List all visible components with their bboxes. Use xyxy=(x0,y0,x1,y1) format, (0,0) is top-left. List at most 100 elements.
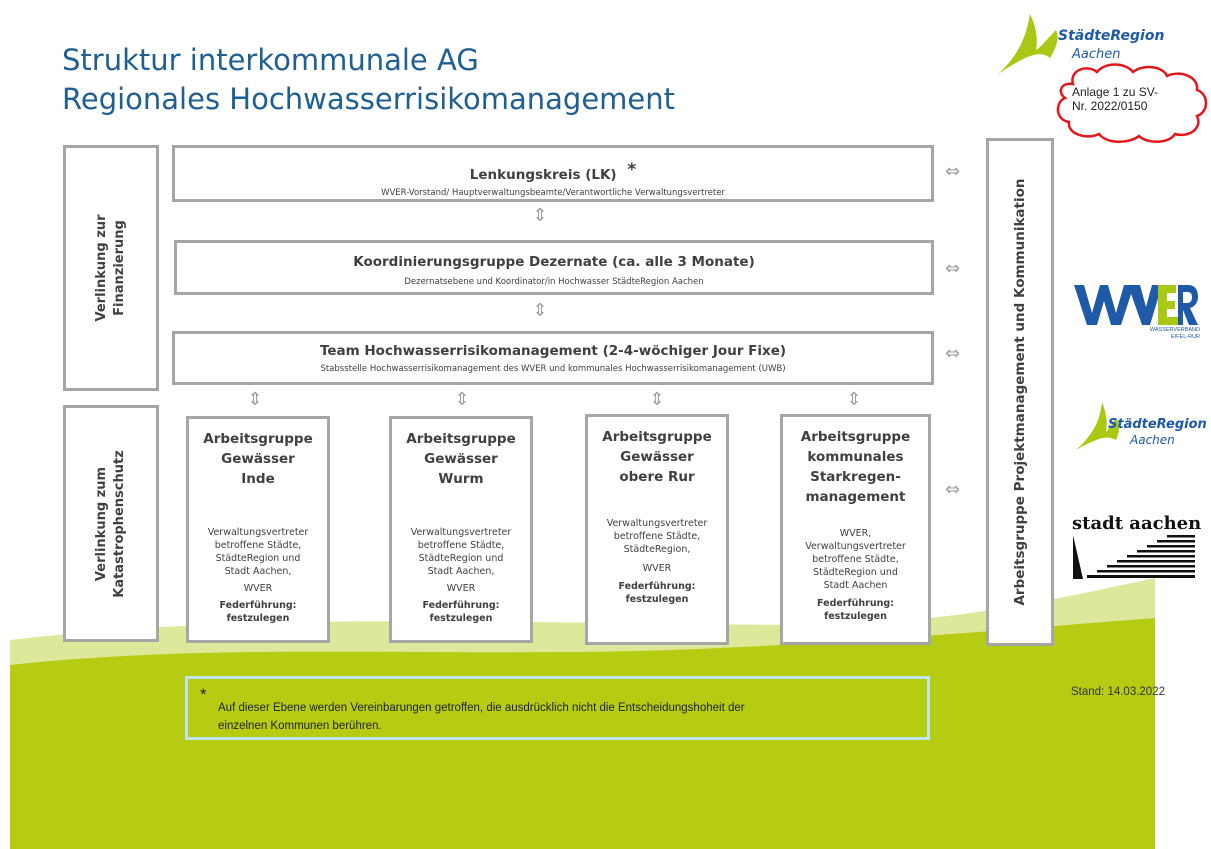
lenkungskreis-subtitle: WVER-Vorstand/ Hauptverwaltungsbeamte/Ve… xyxy=(381,188,725,198)
staedteregion-logo-mid-graphic xyxy=(1076,402,1119,450)
stamp-text-line1: Anlage 1 zu SV- xyxy=(1072,85,1159,99)
footnote-star: * xyxy=(200,685,207,704)
wg-member: WVER xyxy=(243,583,273,594)
wg-title-line: management xyxy=(805,489,906,505)
working-group-wurm: Arbeitsgruppe Gewässer Wurm Verwaltungsv… xyxy=(389,416,533,643)
wg-lead-label: Federführung: xyxy=(219,600,297,611)
arrow-vertical-icon: ⇕ xyxy=(532,205,548,226)
page-title-line2: Regionales Hochwasserrisikomanagement xyxy=(62,82,676,116)
footnote-line1: Auf dieser Ebene werden Vereinbarungen g… xyxy=(218,702,745,714)
katastrophenschutz-label-line1: Verlinkung zum xyxy=(94,466,109,581)
wg-title: Arbeitsgruppe Gewässer Inde xyxy=(189,419,327,489)
wg-member: Stadt Aachen, xyxy=(224,566,292,577)
working-group-starkregen: Arbeitsgruppe kommunales Starkregen- man… xyxy=(780,414,931,645)
lenkungskreis-box: Lenkungskreis (LK) * WVER-Vorstand/ Haup… xyxy=(172,145,934,202)
stamp-cloud-shape xyxy=(1056,63,1208,143)
wg-member: betroffene Städte, xyxy=(812,554,899,565)
wg-member: Verwaltungsvertreter xyxy=(410,527,512,538)
wg-member: Stadt Aachen xyxy=(823,580,888,591)
working-group-obere-rur: Arbeitsgruppe Gewässer obere Rur Verwalt… xyxy=(585,414,729,645)
wg-member: WVER xyxy=(446,583,476,594)
finanzierung-link-box: Verlinkung zur Finanzierung xyxy=(63,145,159,391)
arrow-vertical-icon: ⇕ xyxy=(846,389,862,410)
wg-lead-label: Federführung: xyxy=(422,600,500,611)
arrow-vertical-icon: ⇕ xyxy=(247,389,263,410)
staedteregion-logo-top-text: StädteRegion xyxy=(1058,28,1165,44)
staedteregion-logo-top xyxy=(998,14,1058,74)
wg-member: StädteRegion und xyxy=(813,567,898,578)
wg-member: betroffene Städte, xyxy=(417,540,505,551)
wg-lead-value: festzulegen xyxy=(429,613,493,624)
staedteregion-logo-top-text2: Aachen xyxy=(1072,47,1121,62)
working-group-inde: Arbeitsgruppe Gewässer Inde Verwaltungsv… xyxy=(186,416,330,643)
finanzierung-label-line1: Verlinkung zur xyxy=(94,214,109,322)
finanzierung-label-line2: Finanzierung xyxy=(112,220,127,316)
arrow-vertical-icon: ⇕ xyxy=(532,300,548,321)
wg-lead-value: festzulegen xyxy=(625,594,689,605)
wg-member: Verwaltungsvertreter xyxy=(606,518,708,529)
wg-title-line: Wurm xyxy=(438,471,484,487)
wg-member: StädteRegion und xyxy=(215,553,301,564)
projektmanagement-label: Arbeitsgruppe Projektmanagement und Komm… xyxy=(1012,178,1028,606)
wg-lead-label: Federführung: xyxy=(817,598,894,609)
lenkungskreis-title: Lenkungskreis (LK) * xyxy=(175,160,931,183)
projektmanagement-box: Arbeitsgruppe Projektmanagement und Komm… xyxy=(986,138,1054,646)
stamp-text: Anlage 1 zu SV- Nr. 2022/0150 xyxy=(1072,85,1158,113)
arrow-horizontal-icon: ⇔ xyxy=(945,343,961,364)
wg-member: Stadt Aachen, xyxy=(427,566,495,577)
koordinierung-box: Koordinierungsgruppe Dezernate (ca. alle… xyxy=(174,240,934,295)
katastrophenschutz-link-box: Verlinkung zum Katastrophenschutz xyxy=(63,405,159,642)
arrow-horizontal-icon: ⇔ xyxy=(945,258,961,279)
wver-logo-graphic xyxy=(1074,285,1198,325)
wg-member: Verwaltungsvertreter xyxy=(805,541,906,552)
wg-title: Arbeitsgruppe kommunales Starkregen- man… xyxy=(783,417,928,507)
wg-title-line: Gewässer xyxy=(620,449,694,465)
wver-logo-subtitle: WASSERVERBAND EIFEL-RUR xyxy=(1124,327,1200,341)
wver-logo-subtitle-line1: WASSERVERBAND xyxy=(1149,327,1200,333)
wg-member: WVER xyxy=(642,563,672,574)
wg-title-line: obere Rur xyxy=(619,469,695,485)
stamp-text-line2: Nr. 2022/0150 xyxy=(1072,99,1148,113)
wg-member: Verwaltungsvertreter xyxy=(207,527,309,538)
wg-title-line: Arbeitsgruppe xyxy=(406,431,516,447)
arrow-vertical-icon: ⇕ xyxy=(649,389,665,410)
wg-title-line: Gewässer xyxy=(221,451,295,467)
lenkungskreis-star: * xyxy=(627,160,637,180)
staedteregion-logo-mid-text2: Aachen xyxy=(1130,433,1175,447)
stadt-aachen-logo-graphic xyxy=(1073,535,1195,579)
wg-member: WVER, xyxy=(839,528,872,539)
team-subtitle: Stabsstelle Hochwasserrisikomanagement d… xyxy=(320,364,786,374)
koordinierung-subtitle: Dezernatsebene und Koordinator/in Hochwa… xyxy=(404,277,704,287)
arrow-vertical-icon: ⇕ xyxy=(454,389,470,410)
page-title-line1: Struktur interkommunale AG xyxy=(62,43,479,77)
wg-member: betroffene Städte, xyxy=(613,531,701,542)
wg-lead-label: Federführung: xyxy=(618,581,696,592)
date-label: Stand: 14.03.2022 xyxy=(1071,686,1165,698)
wg-member: betroffene Städte, xyxy=(214,540,302,551)
wg-title-line: kommunales xyxy=(807,449,904,465)
arrow-horizontal-icon: ⇔ xyxy=(945,161,961,182)
team-box: Team Hochwasserrisikomanagement (2-4-wöc… xyxy=(172,331,934,385)
wg-lead-value: festzulegen xyxy=(226,613,290,624)
wg-member: StädteRegion, xyxy=(623,544,691,555)
wver-logo-subtitle-line2: EIFEL-RUR xyxy=(1170,334,1200,340)
footnote-text: Auf dieser Ebene werden Vereinbarungen g… xyxy=(218,699,745,735)
wg-title-line: Arbeitsgruppe xyxy=(203,431,313,447)
wg-member: StädteRegion und xyxy=(418,553,504,564)
koordinierung-title: Koordinierungsgruppe Dezernate (ca. alle… xyxy=(353,254,755,270)
staedteregion-logo-mid-text1: StädteRegion xyxy=(1108,417,1207,432)
wg-title-line: Arbeitsgruppe xyxy=(800,429,911,445)
footnote-line2: einzelnen Kommunen berühren. xyxy=(218,720,382,732)
footnote-box: * Auf dieser Ebene werden Vereinbarungen… xyxy=(185,676,930,740)
katastrophenschutz-label-line2: Katastrophenschutz xyxy=(112,449,127,598)
finanzierung-label: Verlinkung zur Finanzierung xyxy=(93,215,129,322)
stadt-aachen-logo-text: stadt aachen xyxy=(1072,513,1202,534)
wg-lead-value: festzulegen xyxy=(824,611,887,622)
wg-title: Arbeitsgruppe Gewässer Wurm xyxy=(392,419,530,489)
katastrophenschutz-label: Verlinkung zum Katastrophenschutz xyxy=(93,450,129,598)
wg-title-line: Arbeitsgruppe xyxy=(602,429,712,445)
wg-title-line: Inde xyxy=(241,471,275,487)
arrow-horizontal-icon: ⇔ xyxy=(945,479,961,500)
wg-title-line: Gewässer xyxy=(424,451,498,467)
